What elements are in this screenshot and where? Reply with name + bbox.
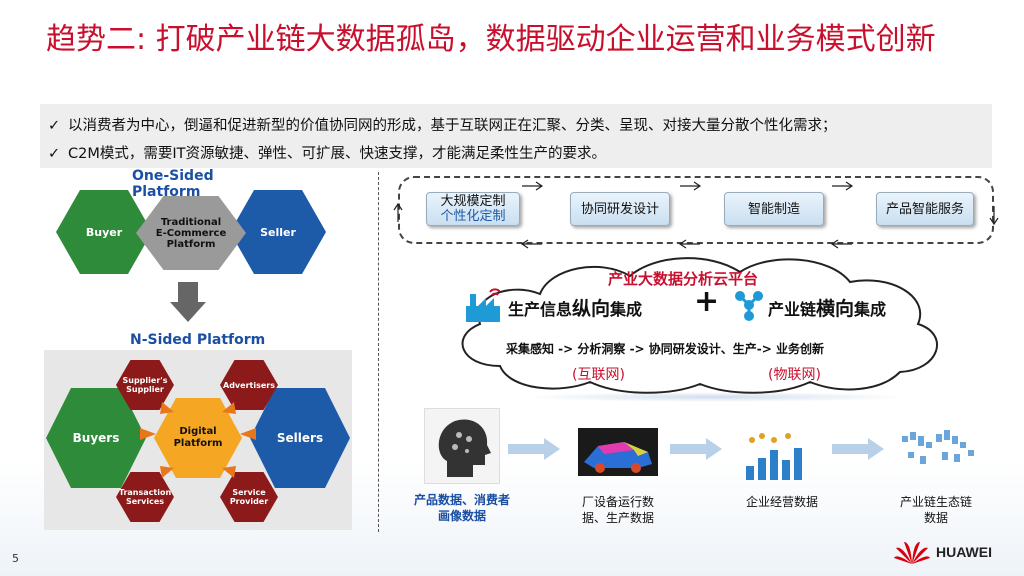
stage-box[interactable]: 产品智能服务 [876, 192, 974, 226]
iot-label: (物联网) [768, 367, 821, 383]
bullet-item: ✓ 以消费者为中心，倒逼和促进新型的价值协同网的形成，基于互联网正在汇聚、分类、呈… [48, 114, 837, 135]
horizontal-integration: 产业链横向集成 [768, 298, 887, 320]
cloud-title: 产业大数据分析云平台 [608, 270, 759, 288]
vertical-integration: 生产信息纵向集成 [508, 298, 643, 320]
brand-name: HUAWEI [936, 544, 992, 560]
panel-divider [378, 172, 379, 532]
flow-item: 产业链生态链数据 [899, 495, 972, 525]
head-icon [438, 419, 491, 477]
ecosystem-data-image [896, 422, 984, 486]
arrow-down-icon [170, 282, 206, 322]
stage-box[interactable]: 协同研发设计 [570, 192, 670, 226]
loop-arrows [393, 181, 999, 249]
huawei-flower-icon [894, 542, 930, 564]
bullet-box: ✓ 以消费者为中心，倒逼和促进新型的价值协同网的形成，基于互联网正在汇聚、分类、呈… [40, 104, 992, 168]
value-loop [398, 176, 994, 244]
car-sim-image [578, 428, 658, 476]
enterprise-data-image [740, 430, 816, 482]
one-sided-label: One-Sided Platform [132, 168, 214, 200]
bullet-text: 以消费者为中心，倒逼和促进新型的价值协同网的形成，基于互联网正在汇聚、分类、呈现… [68, 118, 837, 134]
network-icon [735, 291, 763, 321]
cloud-shadow [520, 392, 910, 402]
page-number: 5 [12, 552, 19, 565]
car-icon [584, 442, 652, 473]
head-data-image [424, 408, 500, 484]
factory-icon [466, 288, 501, 322]
flow-item: 厂设备运行数据、生产数据 [581, 495, 654, 525]
slide-title: 趋势二: 打破产业链大数据孤岛，数据驱动企业运营和业务模式创新 [46, 22, 936, 57]
flow-arrow-icon [832, 438, 884, 460]
flow-item: 企业经营数据 [745, 495, 818, 509]
huawei-logo: HUAWEI [892, 538, 1012, 566]
plus-sign: + [694, 284, 720, 319]
world-map-icon [902, 430, 974, 464]
stage-box[interactable]: 大规模定制 个性化定制 [426, 192, 520, 226]
check-icon: ✓ [48, 118, 61, 134]
cloud-shape [461, 257, 938, 394]
seller-hex: Seller [230, 190, 326, 274]
check-icon: ✓ [48, 146, 61, 162]
stage-box[interactable]: 智能制造 [724, 192, 824, 226]
bullet-text: C2M模式，需要IT资源敏捷、弹性、可扩展、快速支撑，才能满足柔性生产的要求。 [68, 146, 606, 162]
bullet-item: ✓ C2M模式，需要IT资源敏捷、弹性、可扩展、快速支撑，才能满足柔性生产的要求。 [48, 142, 606, 163]
orange-arrows [140, 402, 256, 478]
flow-line: 采集感知 -> 分析洞察 -> 协同研发设计、生产-> 业务创新 [506, 342, 824, 356]
n-sided-label: N-Sided Platform [130, 332, 266, 348]
internet-label: (互联网) [572, 367, 625, 383]
flow-arrow-icon [508, 438, 560, 460]
flow-arrow-icon [670, 438, 722, 460]
buyer-hex: Buyer [56, 190, 152, 274]
flow-item: 产品数据、消费者画像数据 [413, 493, 510, 523]
business-chart-icon [746, 433, 802, 480]
